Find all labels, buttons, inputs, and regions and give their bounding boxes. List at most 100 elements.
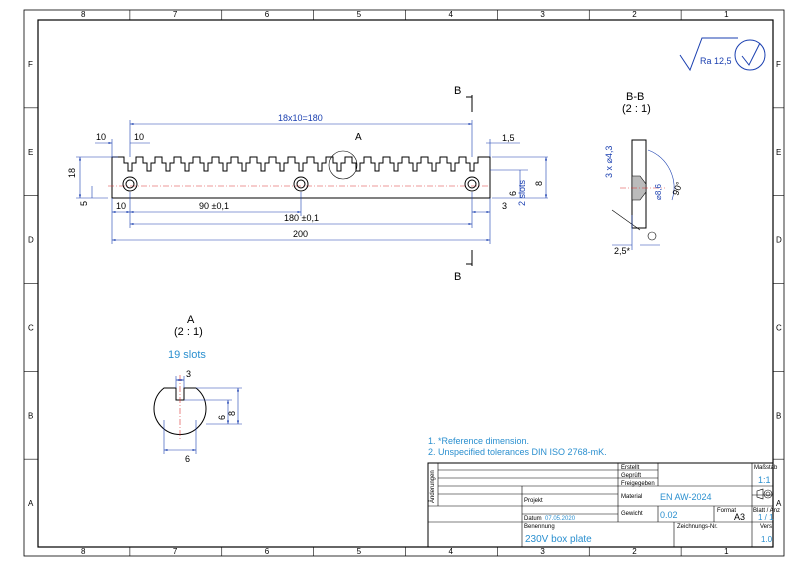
tb-format: A3 — [734, 512, 745, 522]
detail-ref-letter: A — [355, 132, 362, 143]
tb-benennung-label: Benennung — [524, 524, 555, 530]
col-label-top: 8 — [81, 10, 86, 19]
detail-view — [153, 375, 242, 454]
col-label-bottom: 5 — [357, 547, 362, 556]
dim-h5: 5 — [79, 201, 89, 206]
col-label-top: 3 — [540, 10, 545, 19]
dim-left-10b: 10 — [134, 132, 144, 142]
title-block — [427, 462, 774, 548]
section-cs-dia: ⌀8,6 — [654, 184, 663, 200]
dim-left-10a: 10 — [96, 132, 106, 142]
detail-circle — [328, 150, 358, 180]
row-label-left: E — [28, 148, 33, 157]
sheet-frame — [23, 9, 785, 557]
note-2: 2. Unspecified tolerances DIN ISO 2768-m… — [428, 447, 607, 457]
col-label-bottom: 7 — [173, 547, 178, 556]
section-name: B-B — [626, 91, 644, 103]
detail-scale: (2 : 1) — [174, 326, 203, 338]
cut-letter-top: B — [454, 85, 461, 97]
col-label-bottom: 6 — [265, 547, 270, 556]
tb-gewicht: 0.02 — [660, 510, 678, 520]
row-label-right: D — [776, 236, 782, 245]
dim-slots2: 2 slots — [517, 179, 527, 206]
main-dimension-text: 18x10=180 10 10 1,5 18 5 6 2 slots 8 10 … — [67, 113, 544, 239]
dim-pitch: 18x10=180 — [278, 113, 323, 123]
tb-freigegeben: Freigegeben — [621, 481, 655, 487]
row-label-left: B — [28, 411, 33, 420]
col-label-bottom: 1 — [724, 547, 729, 556]
row-label-right: E — [776, 148, 781, 157]
tb-massstab-label: Maßstab — [754, 465, 778, 471]
col-label-top: 4 — [448, 10, 453, 19]
mount-holes — [122, 176, 480, 192]
cut-letter-bottom: B — [454, 271, 461, 283]
frame-ticks — [24, 10, 784, 556]
tb-datum-label: Datum — [524, 516, 542, 522]
main-dimension-lines — [76, 120, 548, 244]
detail-slots: 19 slots — [168, 349, 206, 361]
tb-vers-label: Vers. — [760, 524, 774, 530]
surface-finish-text: Ra 12,5 — [700, 56, 732, 66]
note-1: 1. *Reference dimension. — [428, 436, 529, 446]
detail-dimension-text: 3 6 6 8 — [185, 369, 237, 464]
section-scale: (2 : 1) — [622, 103, 651, 115]
tb-benennung: 230V box plate — [525, 534, 592, 545]
row-label-left: A — [28, 499, 34, 508]
dim-h18: 18 — [67, 168, 77, 178]
col-label-bottom: 4 — [448, 547, 453, 556]
tb-vers: 1.0 — [761, 535, 773, 544]
col-label-bottom: 2 — [632, 547, 637, 556]
tb-blatt-label: Blatt / Anz — [753, 508, 780, 514]
row-label-right: B — [776, 411, 781, 420]
row-label-left: C — [28, 323, 34, 332]
row-label-left: F — [28, 60, 33, 69]
section-cut-markers — [466, 95, 473, 266]
dim-right-15: 1,5 — [502, 133, 515, 143]
tb-material-label: Material — [621, 494, 642, 500]
tb-zeichnungsnr-label: Zeichnungs-Nr. — [677, 524, 718, 530]
section-hole-callout: 3 x ⌀4,3 — [604, 146, 614, 178]
section-chamfer: 2,5* — [614, 246, 631, 256]
row-label-right: F — [776, 60, 781, 69]
surface-finish-symbol — [679, 37, 766, 72]
dim-b180: 180 ±0,1 — [284, 213, 319, 223]
dim-b10: 10 — [116, 201, 126, 211]
row-label-left: D — [28, 236, 34, 245]
tb-format-label: Format — [717, 508, 736, 514]
section-angle: 90° — [670, 180, 684, 197]
detail-dim-bottom: 6 — [185, 454, 190, 464]
col-label-top: 1 — [724, 10, 729, 19]
tb-projekt-label: Projekt — [524, 498, 543, 504]
detail-dim-top: 3 — [186, 369, 191, 379]
col-label-bottom: 8 — [81, 547, 86, 556]
tb-blatt: 1 / 1 — [758, 513, 774, 522]
detail-dim-outer: 8 — [227, 411, 237, 416]
tb-massstab: 1:1 — [758, 475, 771, 485]
main-view-part — [108, 150, 491, 199]
row-label-right: A — [776, 499, 782, 508]
title-block-text: Änderungen Erstellt Geprüft Freigegeben … — [429, 465, 780, 545]
tb-gewicht-label: Gewicht — [621, 511, 643, 517]
col-label-top: 2 — [632, 10, 637, 19]
dim-h8: 8 — [534, 181, 544, 186]
detail-name: A — [187, 314, 195, 326]
tb-datum: 07.05.2020 — [545, 516, 576, 522]
tb-erstellt: Erstellt — [621, 465, 640, 471]
projection-symbol-icon — [756, 488, 773, 500]
dim-h6: 6 — [508, 191, 518, 196]
col-label-top: 6 — [265, 10, 270, 19]
dim-b90: 90 ±0,1 — [199, 201, 229, 211]
col-label-top: 5 — [357, 10, 362, 19]
tb-material: EN AW-2024 — [660, 492, 712, 502]
col-label-top: 7 — [173, 10, 178, 19]
tb-aenderungen: Änderungen — [429, 470, 436, 503]
section-view — [611, 139, 675, 250]
dim-b200: 200 — [293, 229, 308, 239]
row-label-right: C — [776, 323, 782, 332]
tb-geprueft: Geprüft — [621, 473, 641, 479]
detail-dim-inner: 6 — [217, 415, 227, 420]
col-label-bottom: 3 — [540, 547, 545, 556]
